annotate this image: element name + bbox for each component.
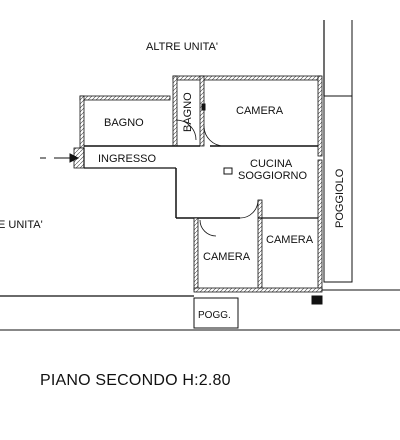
label-camera-top: CAMERA: [236, 105, 284, 117]
label-camera-bottom-right: CAMERA: [266, 234, 314, 246]
label-soggiorno: SOGGIORNO: [238, 170, 308, 182]
door-swings: [175, 119, 259, 237]
label-cucina: CUCINA: [250, 158, 293, 170]
plan-caption: PIANO SECONDO H:2.80: [40, 372, 231, 389]
label-altre-unita-top: ALTRE UNITA': [146, 41, 218, 53]
entry-arrow-icon: [40, 153, 80, 163]
label-bagno-large: BAGNO: [104, 117, 144, 129]
label-pogg: POGG.: [198, 310, 231, 321]
label-ingresso: INGRESSO: [98, 153, 157, 165]
label-camera-bottom-left: CAMERA: [203, 251, 251, 263]
label-poggiolo: POGGIOLO: [334, 168, 346, 228]
label-altre-unita-left: E UNITA': [0, 219, 43, 231]
label-bagno-small: BAGNO: [182, 92, 194, 132]
